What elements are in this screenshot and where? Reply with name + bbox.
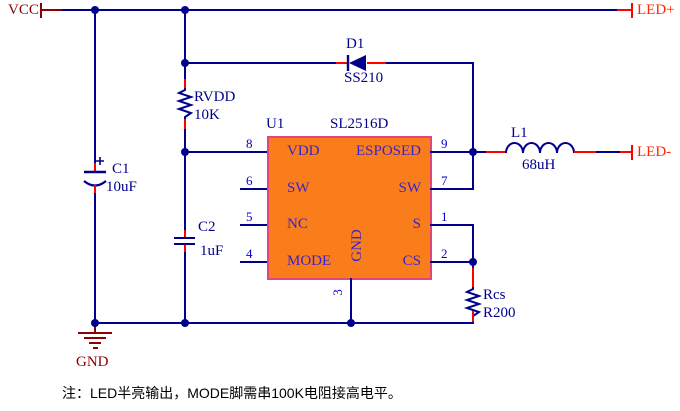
pin2-name: CS xyxy=(402,253,421,269)
c2-value-label: 1uF xyxy=(200,243,224,259)
pin4-name: MODE xyxy=(287,253,332,269)
ledplus-port-bar[interactable] xyxy=(631,3,633,18)
c2-lead-top xyxy=(184,230,186,237)
c1-lead-bottom xyxy=(94,185,96,193)
pin8-name: VDD xyxy=(287,143,320,159)
l1-lead-left xyxy=(486,151,507,153)
junction-dot xyxy=(181,6,189,14)
c1-lead-top xyxy=(94,163,96,172)
pin5-name: NC xyxy=(287,216,308,232)
capacitor-c2-plate-bottom[interactable] xyxy=(174,243,195,245)
wire-pin4-stub xyxy=(240,261,267,263)
junction-dot xyxy=(469,148,477,156)
wire-diode-left xyxy=(184,62,336,64)
wire-l1-a xyxy=(474,151,486,153)
pin4-number: 4 xyxy=(246,246,253,261)
pin6-name: SW xyxy=(287,180,310,196)
pin5-number: 5 xyxy=(246,209,253,224)
wire-top-rail xyxy=(62,9,617,11)
junction-dot xyxy=(181,59,189,67)
pin9-name: ESPOSED xyxy=(355,143,421,159)
wire-pin1 xyxy=(430,224,474,226)
gnd-port-label: GND xyxy=(76,354,109,370)
rcs-ref-label: Rcs xyxy=(483,287,506,303)
junction-dot xyxy=(347,319,355,327)
d1-value-label: SS210 xyxy=(344,70,384,86)
pin7-name: SW xyxy=(398,180,422,196)
rvdd-lead-bottom xyxy=(184,119,186,129)
l1-lead-right xyxy=(574,151,596,153)
gnd-bar-3 xyxy=(89,342,101,344)
junction-dot xyxy=(181,319,189,327)
gnd-stub xyxy=(94,324,96,332)
pin1-name: S xyxy=(412,216,421,232)
wire-ground-rail xyxy=(94,322,474,324)
wire-pin9 xyxy=(430,151,474,153)
junction-dot xyxy=(91,319,99,327)
wire-pin5-stub xyxy=(240,224,267,226)
c2-lead-bottom xyxy=(184,245,186,252)
wire-c2-bottom xyxy=(184,252,186,324)
ic-u1-body[interactable] xyxy=(267,136,432,280)
inductor-l1-symbol[interactable] xyxy=(505,141,575,154)
wire-s-cs-node xyxy=(472,224,474,268)
c1-ref-label: C1 xyxy=(112,161,130,177)
l1-value-label: 68uH xyxy=(522,157,556,173)
vcc-port-bar[interactable] xyxy=(40,3,42,18)
pin1-number: 1 xyxy=(441,209,448,224)
ic-part-label: SL2516D xyxy=(330,116,389,132)
d1-ref-label: D1 xyxy=(346,36,365,52)
schematic-note: 注：LED半亮输出，MODE脚需串100K电阻接高电平。 xyxy=(62,385,402,401)
c1-value-label: 10uF xyxy=(106,179,137,195)
gnd-bar-1 xyxy=(78,332,112,334)
l1-ref-label: L1 xyxy=(511,125,528,141)
gnd-bar-4 xyxy=(93,347,98,349)
ledminus-port-label: LED- xyxy=(637,144,672,160)
wire-pin3 xyxy=(350,278,352,324)
capacitor-c2-plate-top[interactable] xyxy=(174,237,195,239)
gnd-bar-2 xyxy=(84,337,106,339)
c2-ref-label: C2 xyxy=(198,219,216,235)
wire-rvdd-to-c2 xyxy=(184,129,186,230)
wire-c1-top xyxy=(94,9,96,163)
junction-dot xyxy=(91,6,99,14)
pin9-number: 9 xyxy=(441,136,448,151)
wire-pin8 xyxy=(184,151,267,153)
ic-designator-label: U1 xyxy=(266,116,285,132)
wire-pin6-stub xyxy=(240,188,267,190)
vcc-port-label: VCC xyxy=(8,2,39,18)
pin8-number: 8 xyxy=(246,136,253,151)
rvdd-value-label: 10K xyxy=(194,107,220,123)
wire-sw-node xyxy=(472,62,474,190)
rcs-lead-bottom xyxy=(472,311,474,324)
wire-rvdd-top xyxy=(184,9,186,79)
rcs-value-label: R200 xyxy=(483,305,516,321)
d1-lead-left xyxy=(336,62,348,64)
wire-pin7 xyxy=(430,188,474,190)
ledminus-port-bar[interactable] xyxy=(631,145,633,160)
pin3-name: GND xyxy=(348,229,365,262)
rcs-lead-top xyxy=(472,268,474,287)
ledplus-port-label: LED+ xyxy=(637,2,675,18)
wire-ledplus-lead xyxy=(617,9,631,11)
d1-lead-right xyxy=(367,62,386,64)
pin3-number: 3 xyxy=(329,289,345,296)
wire-ledminus-lead xyxy=(620,151,631,153)
pin7-number: 7 xyxy=(441,173,448,188)
pin2-number: 2 xyxy=(441,246,448,261)
wire-l1-b xyxy=(596,151,620,153)
resistor-rcs-symbol[interactable] xyxy=(463,287,483,318)
pin6-number: 6 xyxy=(246,173,253,188)
resistor-rvdd-symbol[interactable] xyxy=(175,88,195,119)
wire-pin2 xyxy=(430,261,474,263)
wire-c1-bottom xyxy=(94,193,96,324)
wire-diode-right xyxy=(386,62,474,64)
rvdd-ref-label: RVDD xyxy=(194,89,236,105)
rvdd-lead-top xyxy=(184,79,186,88)
junction-dot xyxy=(469,258,477,266)
diode-d1-symbol[interactable] xyxy=(345,54,369,72)
junction-dot xyxy=(181,148,189,156)
wire-vcc-lead xyxy=(42,9,62,11)
